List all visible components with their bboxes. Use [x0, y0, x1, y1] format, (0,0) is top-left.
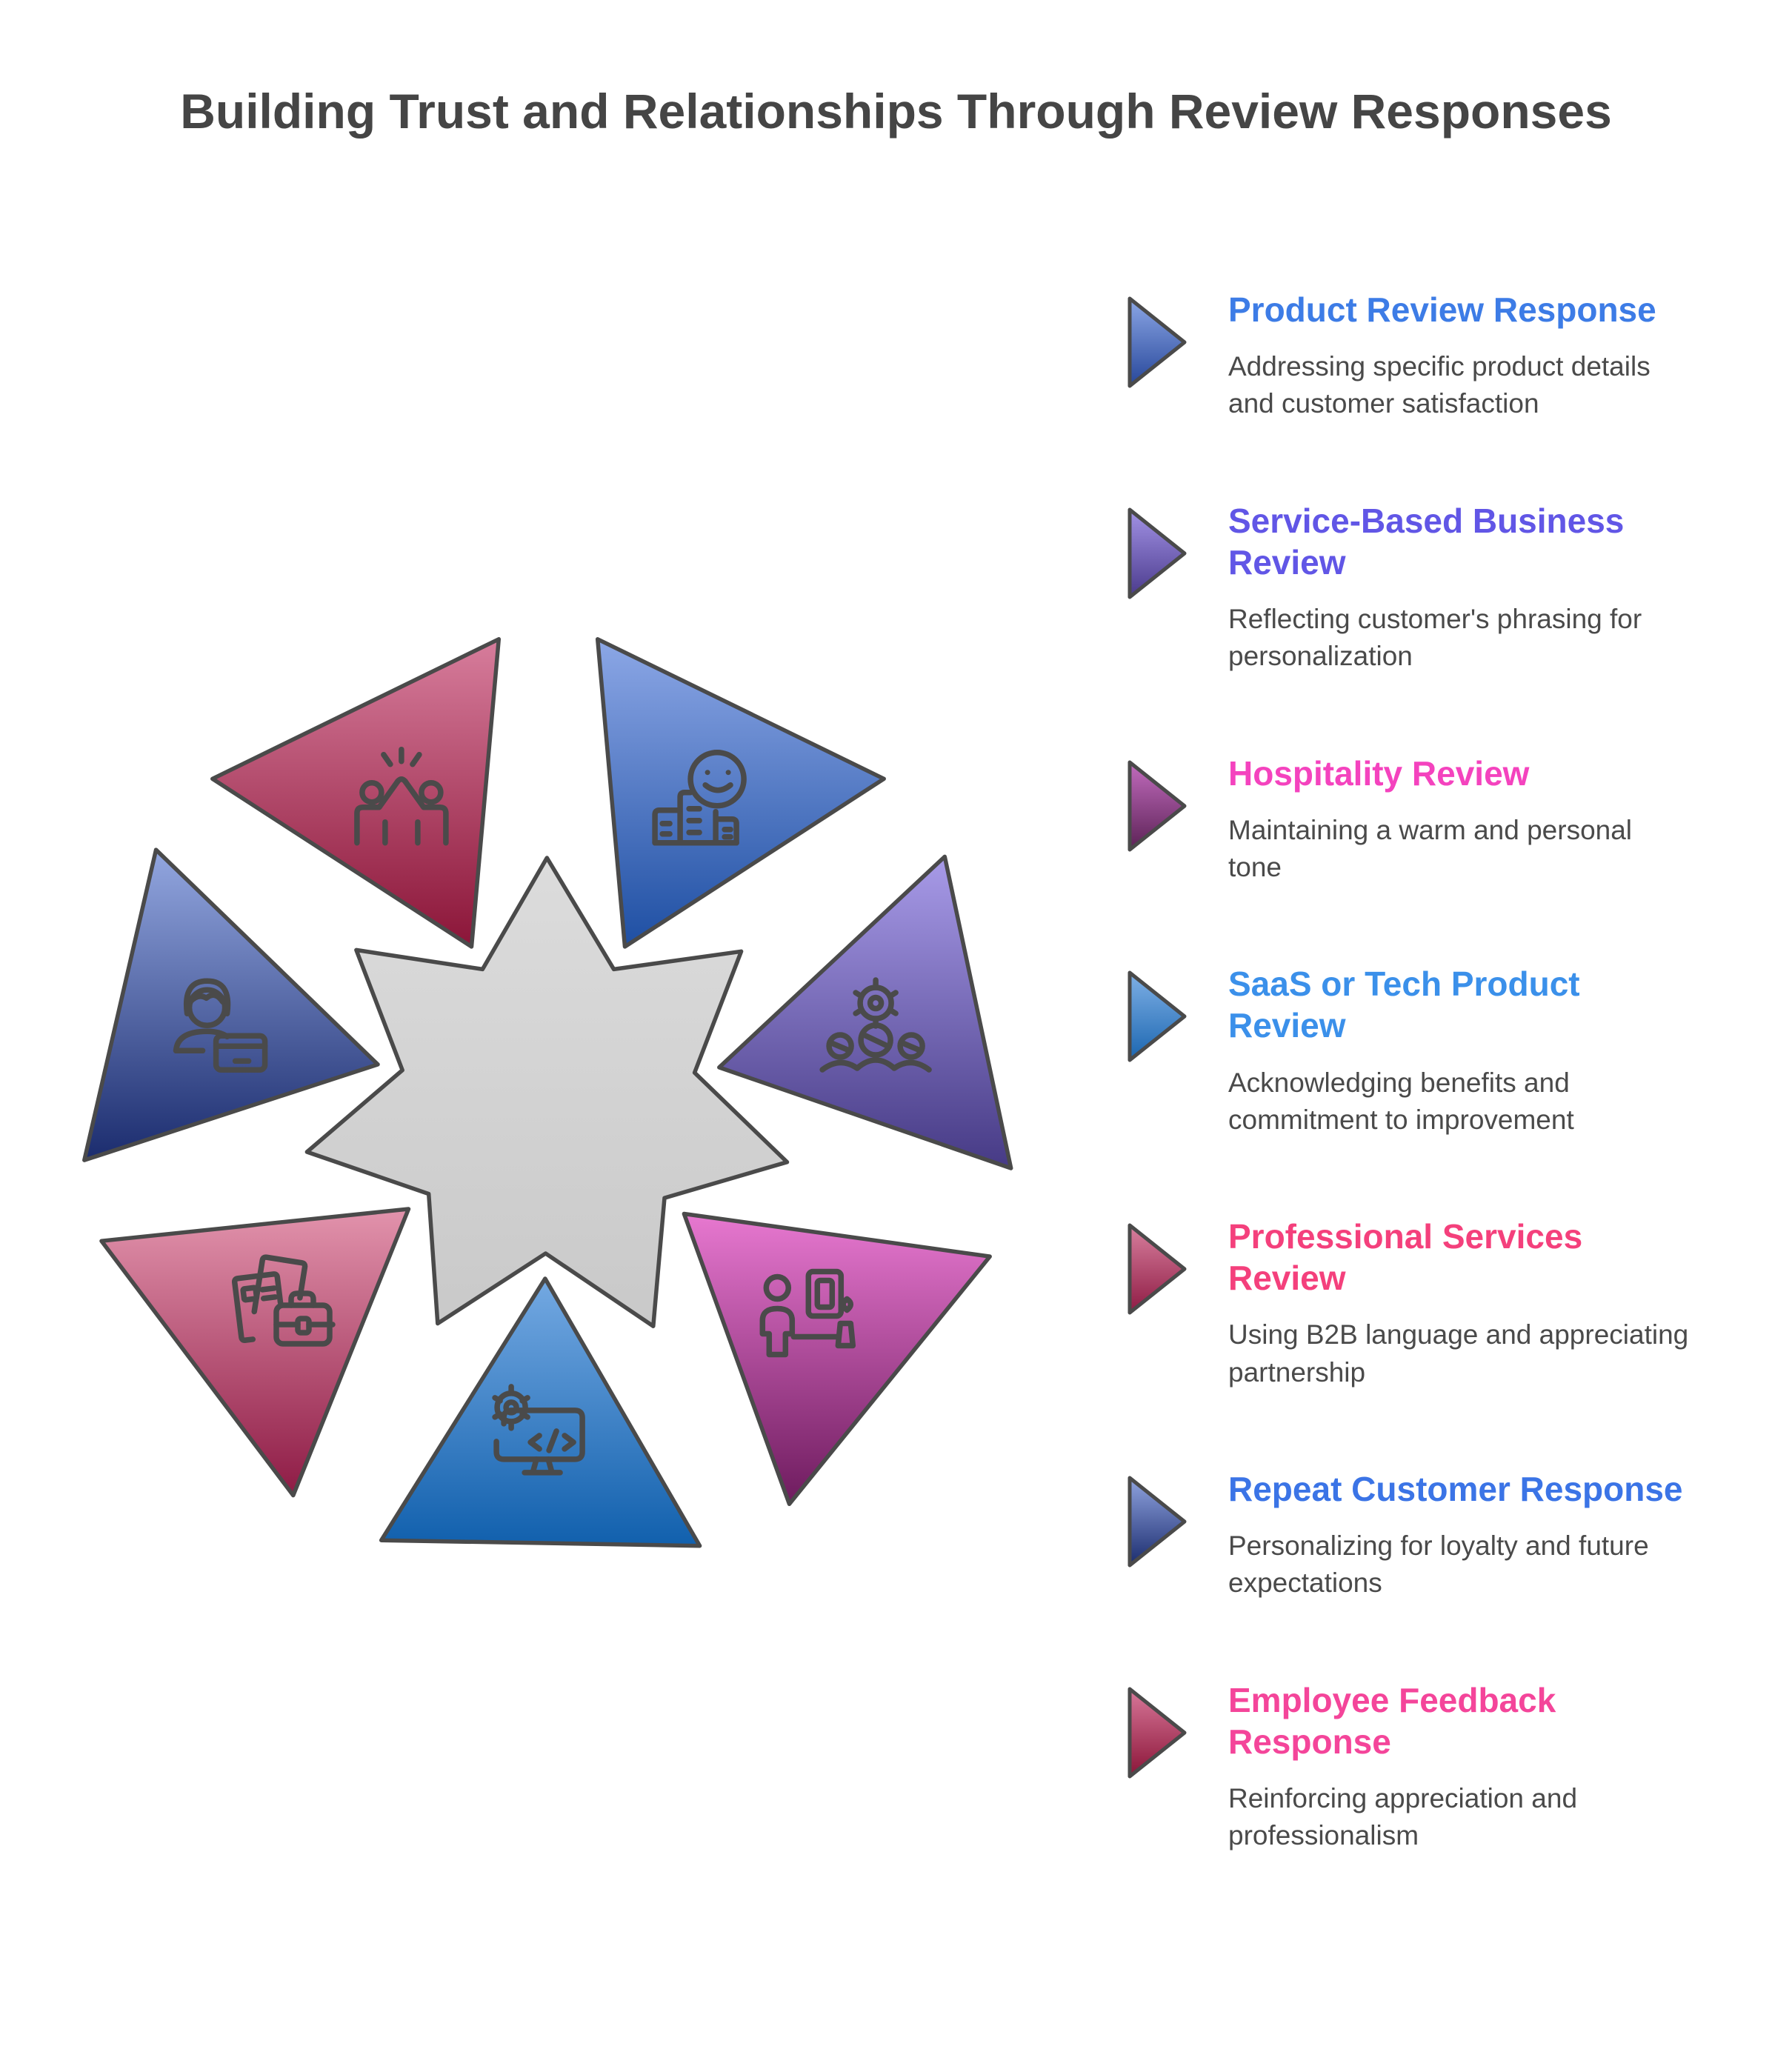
review-wheel-diagram	[82, 637, 1013, 1548]
wheel-triangle-hospitality-review	[682, 1211, 992, 1507]
wheel-triangle-employee-feedback-response	[210, 637, 502, 949]
triangle-right-icon	[1128, 1223, 1187, 1315]
legend-item-title: Product Review Response	[1228, 290, 1656, 329]
legend-item: Repeat Customer Response Personalizing f…	[1126, 1468, 1763, 1602]
legend-item-description: Maintaining a warm and personal tone	[1228, 814, 1633, 882]
page-title: Building Trust and Relationships Through…	[180, 84, 1612, 139]
legend-item: Product Review Response Addressing speci…	[1126, 289, 1763, 423]
legend-item-title: Repeat Customer Response	[1228, 1470, 1683, 1508]
legend-item: Employee Feedback Response Reinforcing a…	[1126, 1679, 1763, 1855]
wheel-triangle-professional-services-review	[99, 1207, 411, 1498]
legend-item: Hospitality Review Maintaining a warm an…	[1126, 753, 1763, 887]
customer-card-icon	[173, 978, 268, 1073]
triangle-right-icon	[1128, 507, 1187, 599]
wheel-triangle-repeat-customer-response	[82, 847, 380, 1162]
monitor-code-icon	[492, 1384, 585, 1476]
documents-briefcase-icon	[231, 1254, 336, 1347]
legend-item-title: SaaS or Tech Product Review	[1228, 965, 1580, 1045]
legend-item-description: Using B2B language and appreciating part…	[1228, 1319, 1689, 1388]
legend-item: Service-Based Business Review Reflecting…	[1126, 500, 1763, 676]
legend-item-description: Reflecting customer's phrasing for perso…	[1228, 603, 1642, 672]
gear-team-icon	[819, 977, 932, 1073]
person-room-icon	[759, 1268, 856, 1358]
legend-item: SaaS or Tech Product Review Acknowledgin…	[1126, 963, 1763, 1139]
triangle-right-icon	[1128, 1687, 1187, 1779]
triangle-right-icon	[1128, 1476, 1187, 1568]
legend-item-description: Acknowledging benefits and commitment to…	[1228, 1067, 1574, 1135]
legend-item-description: Addressing specific product details and …	[1228, 351, 1651, 419]
triangle-right-icon	[1128, 760, 1187, 852]
legend-item: Professional Services Review Using B2B l…	[1126, 1216, 1763, 1391]
triangle-right-icon	[1128, 296, 1187, 388]
center-octagon	[304, 856, 790, 1328]
legend-item-title: Professional Services Review	[1228, 1217, 1583, 1298]
building-smiley-icon	[652, 749, 747, 846]
legend-item-title: Employee Feedback Response	[1228, 1680, 1556, 1761]
legend: Product Review Response Addressing speci…	[1126, 289, 1763, 1932]
legend-item-title: Hospitality Review	[1228, 753, 1530, 793]
triangle-right-icon	[1128, 970, 1187, 1062]
legend-item-description: Personalizing for loyalty and future exp…	[1228, 1530, 1649, 1599]
high-five-icon	[354, 746, 449, 846]
legend-item-title: Service-Based Business Review	[1228, 501, 1625, 582]
legend-item-description: Reinforcing appreciation and professiona…	[1228, 1782, 1578, 1851]
